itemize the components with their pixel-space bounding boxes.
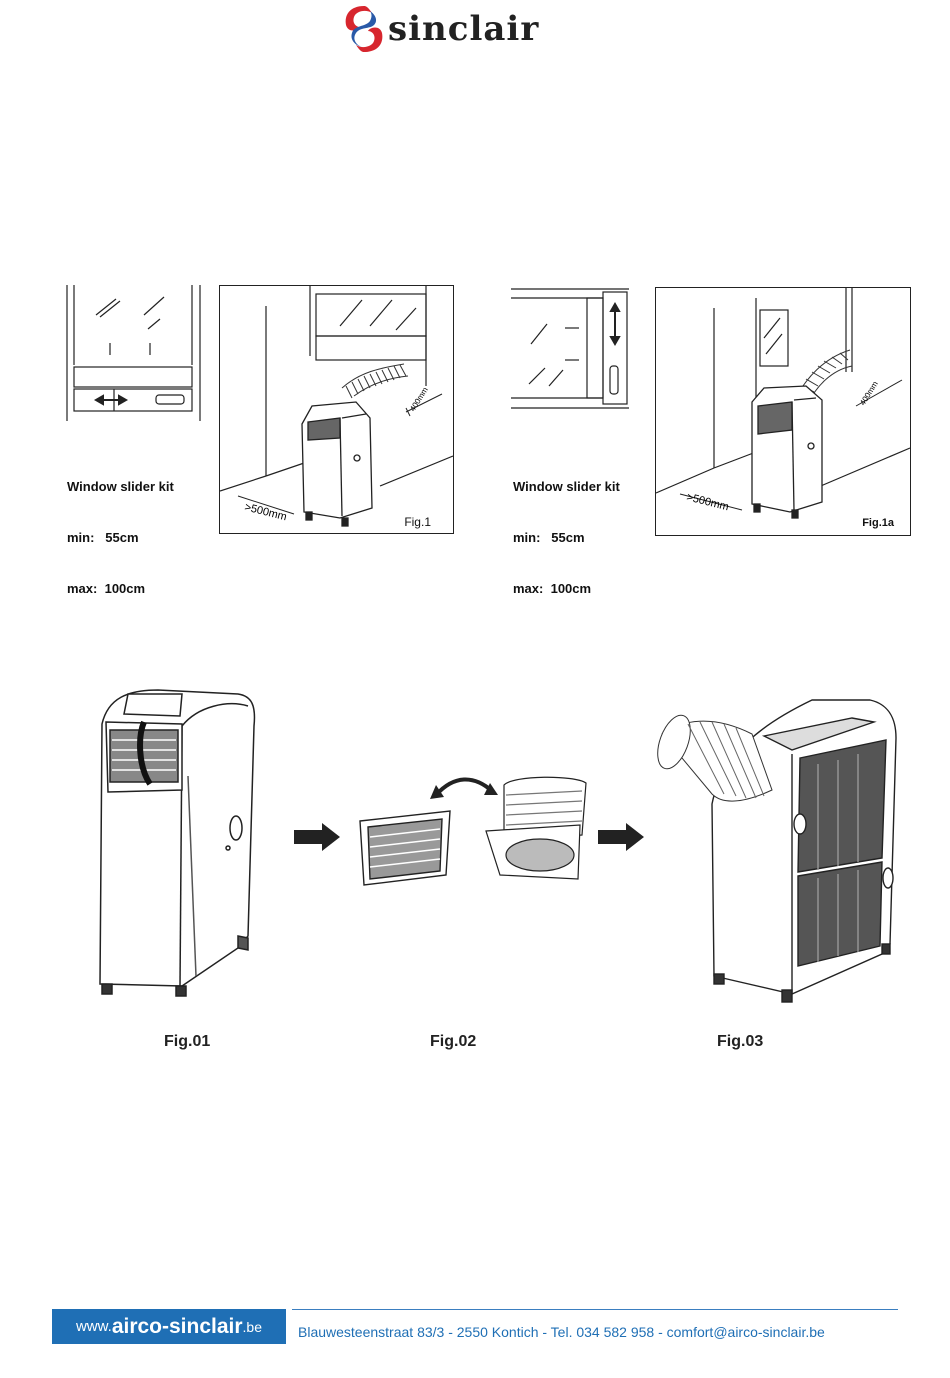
kit-max-label: max:: [67, 581, 97, 596]
footer-divider: [292, 1309, 898, 1310]
kit-min-row: min: 55cm: [67, 529, 174, 546]
kit-spec-right: Window slider kit min: 55cm max: 100cm: [513, 444, 620, 614]
kit-max-row: max: 100cm: [513, 580, 620, 597]
kit-spec-left: Window slider kit min: 55cm max: 100cm: [67, 444, 174, 614]
kit-max-row: max: 100cm: [67, 580, 174, 597]
arrow-right-icon: [294, 823, 342, 851]
kit-min-label: min:: [67, 530, 94, 545]
footer-address: Blauwesteenstraat 83/3 - 2550 Kontich - …: [298, 1324, 825, 1340]
step-caption-fig03: Fig.03: [717, 1033, 763, 1051]
figure-label: Fig.1a: [862, 517, 894, 529]
kit-min-label: min:: [513, 530, 540, 545]
sinclair-s-emblem-icon: [340, 3, 388, 55]
grille-hose-swap-illustration: [354, 775, 594, 890]
floor-clearance-label: >500mm: [685, 491, 730, 513]
kit-max-value: 100cm: [551, 581, 591, 596]
kit-max-label: max:: [513, 581, 543, 596]
figure-label: Fig.1: [404, 515, 431, 529]
website-link[interactable]: www.airco-sinclair.be: [52, 1309, 286, 1344]
kit-title: Window slider kit: [67, 478, 174, 495]
step-caption-fig02: Fig.02: [430, 1033, 476, 1051]
kit-min-value: 55cm: [551, 530, 584, 545]
url-suffix: .be: [243, 1319, 262, 1335]
step-caption-fig01: Fig.01: [164, 1033, 210, 1051]
sinclair-logo: sinclair: [340, 3, 600, 55]
url-prefix: www.: [76, 1318, 112, 1335]
brand-wordmark: sinclair: [388, 9, 539, 49]
kit-min-value: 55cm: [105, 530, 138, 545]
hose-length-label: 400mm: [408, 385, 430, 413]
room-installation-figure-1a: >500mm 400mm Fig.1a: [655, 287, 911, 536]
kit-title: Window slider kit: [513, 478, 620, 495]
kit-min-row: min: 55cm: [513, 529, 620, 546]
room-installation-figure-1: >500mm 400mm Fig.1: [219, 285, 454, 534]
arrow-right-icon: [598, 823, 646, 851]
kit-max-value: 100cm: [105, 581, 145, 596]
window-slider-illustration-right: [511, 288, 631, 412]
hose-length-label: 400mm: [858, 379, 880, 407]
unit-rear-with-hose-illustration: [652, 694, 900, 1006]
url-main: airco-sinclair: [112, 1315, 243, 1339]
unit-front-illustration: [88, 686, 260, 1006]
window-slider-illustration-left: [66, 285, 206, 423]
